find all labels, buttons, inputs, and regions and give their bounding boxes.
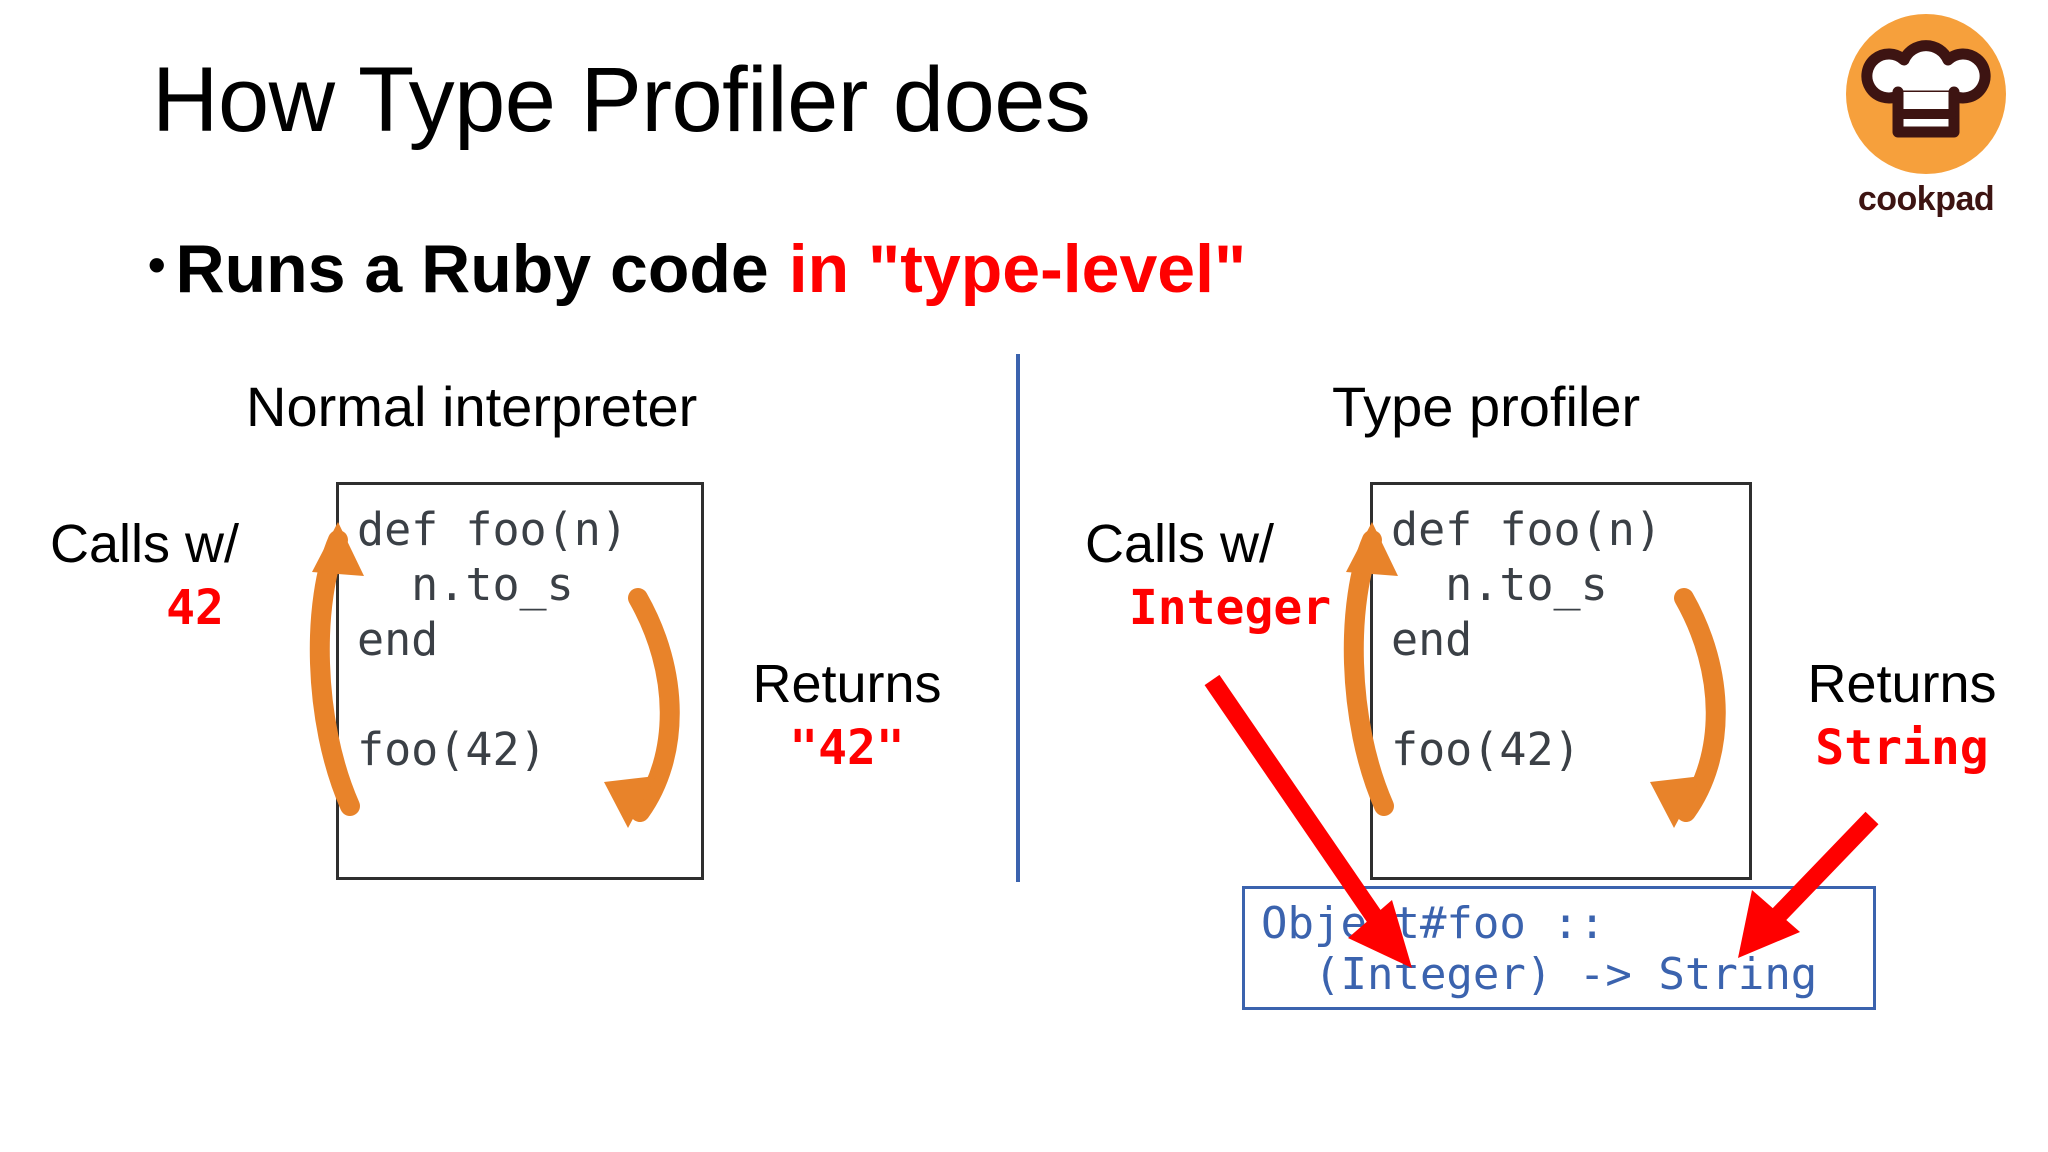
return-label-text-left: Returns	[752, 654, 942, 714]
return-value-right: String	[1815, 719, 1989, 776]
bullet-text: Runs a Ruby code	[175, 231, 769, 307]
bullet-line: • Runs a Ruby code in "type-level"	[148, 232, 1246, 307]
method-signature-text: Object#foo :: (Integer) -> String	[1261, 898, 1818, 1000]
bullet-accent-text: in "type-level"	[788, 231, 1247, 307]
call-label-type-profiler: Calls w/ Integer	[1085, 516, 1375, 639]
chef-hat-icon	[1861, 40, 1991, 138]
panel-divider	[1016, 354, 1020, 882]
call-label-normal-interpreter: Calls w/ 42	[50, 516, 340, 639]
call-label-text-right: Calls w/	[1085, 514, 1275, 574]
code-box-normal-interpreter: def foo(n) n.to_s end foo(42)	[336, 482, 704, 880]
logo-badge	[1846, 14, 2006, 174]
return-label-normal-interpreter: Returns "42"	[712, 656, 982, 779]
logo-wordmark: cookpad	[1857, 180, 1995, 218]
page-title: How Type Profiler does	[152, 49, 1091, 151]
cookpad-logo: cookpad	[1828, 14, 2024, 219]
code-text-normal-interpreter: def foo(n) n.to_s end foo(42)	[357, 503, 628, 776]
panel-heading-normal-interpreter: Normal interpreter	[246, 375, 698, 438]
bullet-marker-icon: •	[148, 237, 166, 293]
call-value-left: 42	[166, 579, 224, 636]
return-label-text-right: Returns	[1807, 654, 1997, 714]
return-label-type-profiler: Returns String	[1762, 656, 2042, 779]
method-signature-box: Object#foo :: (Integer) -> String	[1242, 886, 1876, 1010]
call-label-text-left: Calls w/	[50, 514, 240, 574]
code-text-type-profiler: def foo(n) n.to_s end foo(42)	[1391, 503, 1662, 776]
return-value-left: "42"	[789, 719, 905, 776]
call-value-right: Integer	[1128, 579, 1332, 636]
code-box-type-profiler: def foo(n) n.to_s end foo(42)	[1370, 482, 1752, 880]
panel-heading-type-profiler: Type profiler	[1332, 375, 1641, 438]
